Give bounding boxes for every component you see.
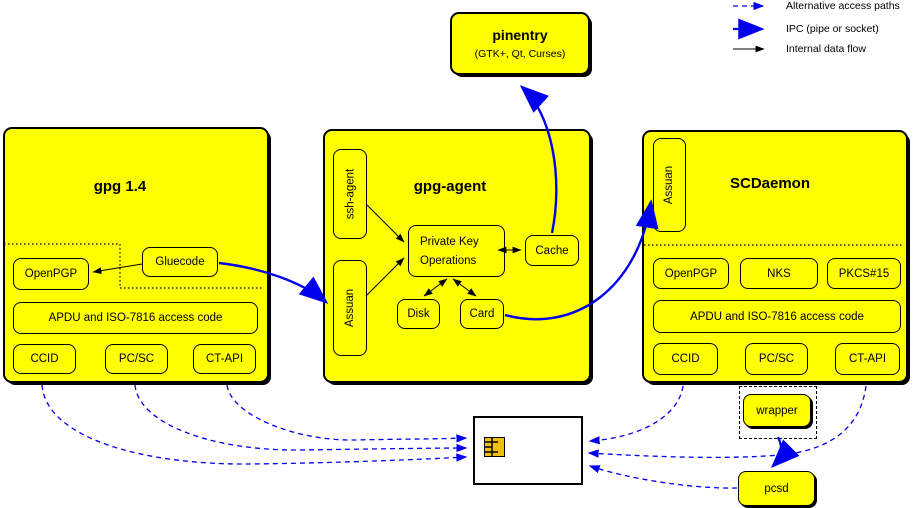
- alt-gpg14-ccid-to-card: [41, 384, 468, 465]
- scdaemon-ccid-module: CCID: [653, 343, 718, 375]
- cache-label: Cache: [535, 244, 569, 257]
- pinentry-box: pinentry (GTK+, Qt, Curses): [450, 12, 590, 75]
- scdaemon-pkcs15-label: PKCS#15: [838, 267, 890, 280]
- scdaemon-ctapi-label: CT-API: [848, 353, 887, 365]
- pinentry-title: pinentry: [492, 27, 548, 43]
- gpg14-pcsc-label: PC/SC: [118, 353, 155, 365]
- gpg14-ctapi-label: CT-API: [205, 353, 244, 365]
- scdaemon-pcsc-module: PC/SC: [745, 343, 808, 375]
- wrapper-label: wrapper: [756, 404, 798, 417]
- smartcard-box: [473, 416, 583, 485]
- disk-label: Disk: [407, 308, 430, 320]
- gpg14-pcsc-module: PC/SC: [105, 344, 168, 374]
- smartcard-chip-icon: [484, 437, 505, 457]
- scdaemon-pkcs15-module: PKCS#15: [827, 258, 901, 289]
- alt-scdaemon-ccid-to-card: [588, 385, 684, 445]
- ssh-agent-module: ssh-agent: [333, 149, 367, 239]
- scdaemon-ctapi-module: CT-API: [835, 343, 900, 375]
- ssh-agent-label: ssh-agent: [344, 168, 357, 220]
- gpg14-ccid-module: CCID: [13, 344, 76, 374]
- alt-gpg14-ctapi-to-card: [226, 384, 468, 443]
- card-label: Card: [469, 308, 495, 320]
- legend-label-ipc: IPC (pipe or socket): [786, 23, 879, 35]
- private-key-operations-module: Private Key Operations: [408, 225, 505, 277]
- alt-gpg14-pcsc-to-card: [134, 384, 468, 453]
- legend-label-alternative: Alternative access paths: [786, 0, 900, 12]
- pcsd-module: pcsd: [738, 471, 815, 506]
- legend-label-internal: Internal data flow: [786, 43, 866, 55]
- private-key-line1: Private Key: [420, 235, 479, 248]
- ipc-wrapper-to-pcsd: [770, 436, 800, 469]
- gpg14-openpgp-module: OpenPGP: [13, 258, 89, 290]
- scdaemon-apdu-module: APDU and ISO-7816 access code: [653, 300, 901, 333]
- scdaemon-title: SCDaemon: [729, 175, 811, 192]
- pinentry-subtitle: (GTK+, Qt, Curses): [474, 48, 566, 60]
- gpg14-gluecode-module: Gluecode: [142, 247, 218, 277]
- alt-pcsd-to-card: [588, 465, 738, 489]
- gpg-agent-assuan-label: Assuan: [344, 288, 357, 328]
- gpg14-ctapi-module: CT-API: [193, 344, 256, 374]
- pcsd-label: pcsd: [764, 482, 789, 495]
- gpg-agent-assuan-module: Assuan: [333, 260, 367, 356]
- scdaemon-openpgp-module: OpenPGP: [653, 258, 729, 289]
- scdaemon-pcsc-label: PC/SC: [758, 353, 795, 365]
- scdaemon-openpgp-label: OpenPGP: [664, 267, 718, 280]
- scdaemon-box: [642, 130, 908, 383]
- gpg14-openpgp-label: OpenPGP: [24, 268, 78, 280]
- wrapper-module: wrapper: [743, 394, 811, 427]
- gpg14-apdu-label: APDU and ISO-7816 access code: [48, 312, 223, 324]
- private-key-line2: Operations: [420, 254, 477, 267]
- cache-module: Cache: [525, 235, 579, 266]
- scdaemon-nks-label: NKS: [767, 267, 791, 280]
- gpg-agent-title: gpg-agent: [413, 178, 487, 195]
- gpg14-title: gpg 1.4: [93, 178, 147, 195]
- gpg14-ccid-label: CCID: [30, 353, 59, 365]
- alt-scdaemon-ctapi-to-card: [587, 385, 867, 459]
- disk-module: Disk: [397, 299, 440, 329]
- scdaemon-assuan-label: Assuan: [663, 165, 676, 205]
- scdaemon-nks-module: NKS: [740, 258, 818, 289]
- card-module: Card: [460, 299, 504, 329]
- scdaemon-assuan-module: Assuan: [653, 138, 686, 232]
- scdaemon-ccid-label: CCID: [671, 353, 700, 365]
- gpg14-apdu-module: APDU and ISO-7816 access code: [13, 302, 258, 334]
- gpg14-gluecode-label: Gluecode: [155, 256, 205, 268]
- scdaemon-apdu-label: APDU and ISO-7816 access code: [690, 310, 864, 323]
